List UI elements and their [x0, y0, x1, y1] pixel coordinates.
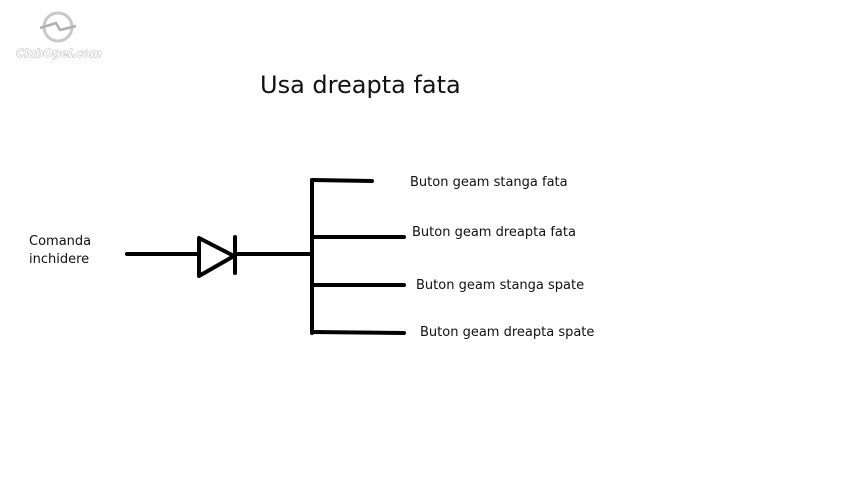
opel-logo-icon: [39, 11, 77, 43]
diode-icon: [197, 235, 237, 278]
watermark: ClubOpel.com: [16, 11, 102, 60]
output-label: Buton geam dreapta spate: [420, 325, 594, 340]
branch-wire-4: [310, 330, 406, 335]
input-label-line1: Comanda: [29, 234, 91, 249]
output-label: Buton geam dreapta fata: [412, 225, 576, 240]
watermark-text: ClubOpel.com: [16, 47, 102, 60]
output-label: Buton geam stanga fata: [410, 175, 568, 190]
branch-wire-1: [310, 178, 374, 183]
diagram-title: Usa dreapta fata: [260, 71, 461, 99]
output-label: Buton geam stanga spate: [416, 278, 584, 293]
input-label-line2: inchidere: [29, 252, 89, 267]
